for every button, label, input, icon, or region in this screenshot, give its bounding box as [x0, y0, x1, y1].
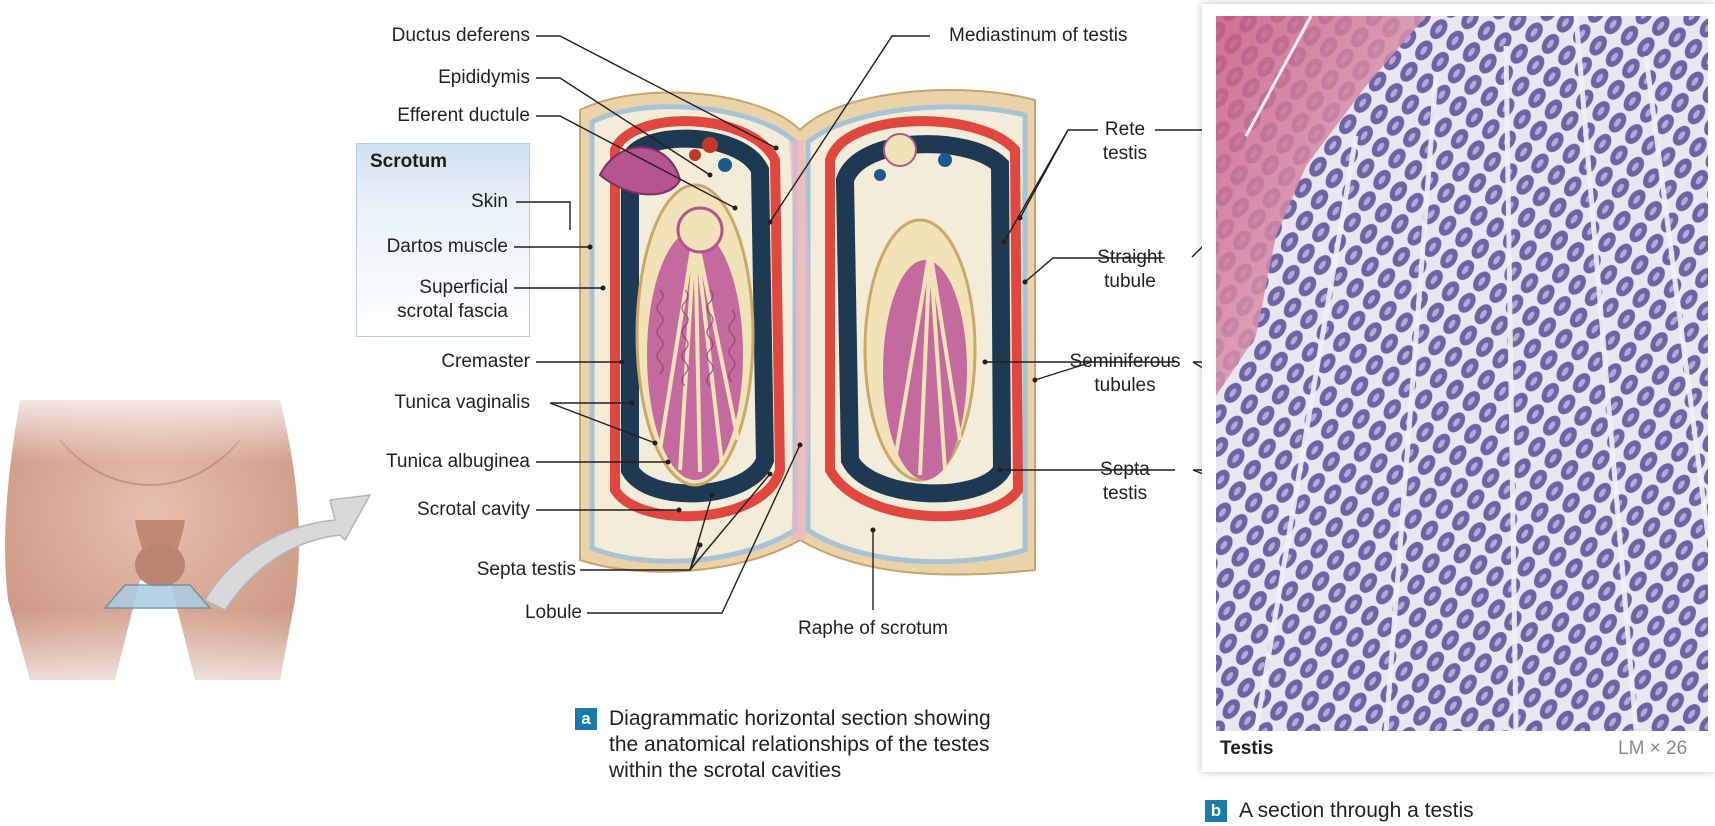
label-straight-tubule: tubule: [1080, 270, 1180, 294]
label-scrotal-fascia: scrotal fascia: [397, 300, 508, 324]
label-septa-testis: Septa testis: [477, 558, 576, 582]
label-septa-testis-right: testis: [1085, 482, 1165, 506]
label-efferent-ductule: Efferent ductule: [397, 104, 530, 128]
label-mediastinum-of-testis: Mediastinum of testis: [949, 24, 1127, 48]
micrograph-image: [1216, 16, 1708, 731]
label-scrotal-cavity: Scrotal cavity: [417, 498, 530, 522]
label-septa: Septa: [1085, 458, 1165, 482]
caption-a-line2: the anatomical relationships of the test…: [609, 733, 990, 756]
label-rete-testis: testis: [1085, 142, 1165, 166]
caption-a-tag: a: [575, 708, 597, 730]
caption-b-tag: b: [1205, 800, 1227, 822]
label-superficial: Superficial: [419, 276, 508, 300]
label-tunica-vaginalis: Tunica vaginalis: [394, 391, 530, 415]
caption-a-line3: within the scrotal cavities: [609, 759, 841, 782]
label-lobule: Lobule: [525, 601, 582, 625]
micrograph-title: Testis: [1220, 738, 1274, 760]
caption-a-line1: Diagrammatic horizontal section showing: [609, 707, 991, 730]
label-dartos-muscle: Dartos muscle: [387, 235, 508, 259]
label-cremaster: Cremaster: [441, 350, 530, 374]
caption-b: b A section through a testis: [1205, 798, 1474, 824]
label-ductus-deferens: Ductus deferens: [392, 24, 530, 48]
caption-b-text: A section through a testis: [1239, 799, 1474, 822]
label-raphe-of-scrotum: Raphe of scrotum: [773, 617, 973, 641]
label-rete: Rete: [1085, 118, 1165, 142]
label-seminiferous-tubules: tubules: [1055, 374, 1195, 398]
label-seminiferous: Seminiferous: [1055, 350, 1195, 374]
label-straight: Straight: [1080, 246, 1180, 270]
label-skin: Skin: [471, 190, 508, 214]
caption-a: a Diagrammatic horizontal section showin…: [575, 706, 991, 784]
micrograph-magnification: LM × 26: [1618, 738, 1687, 760]
label-epididymis: Epididymis: [438, 66, 530, 90]
label-tunica-albuginea: Tunica albuginea: [386, 450, 530, 474]
